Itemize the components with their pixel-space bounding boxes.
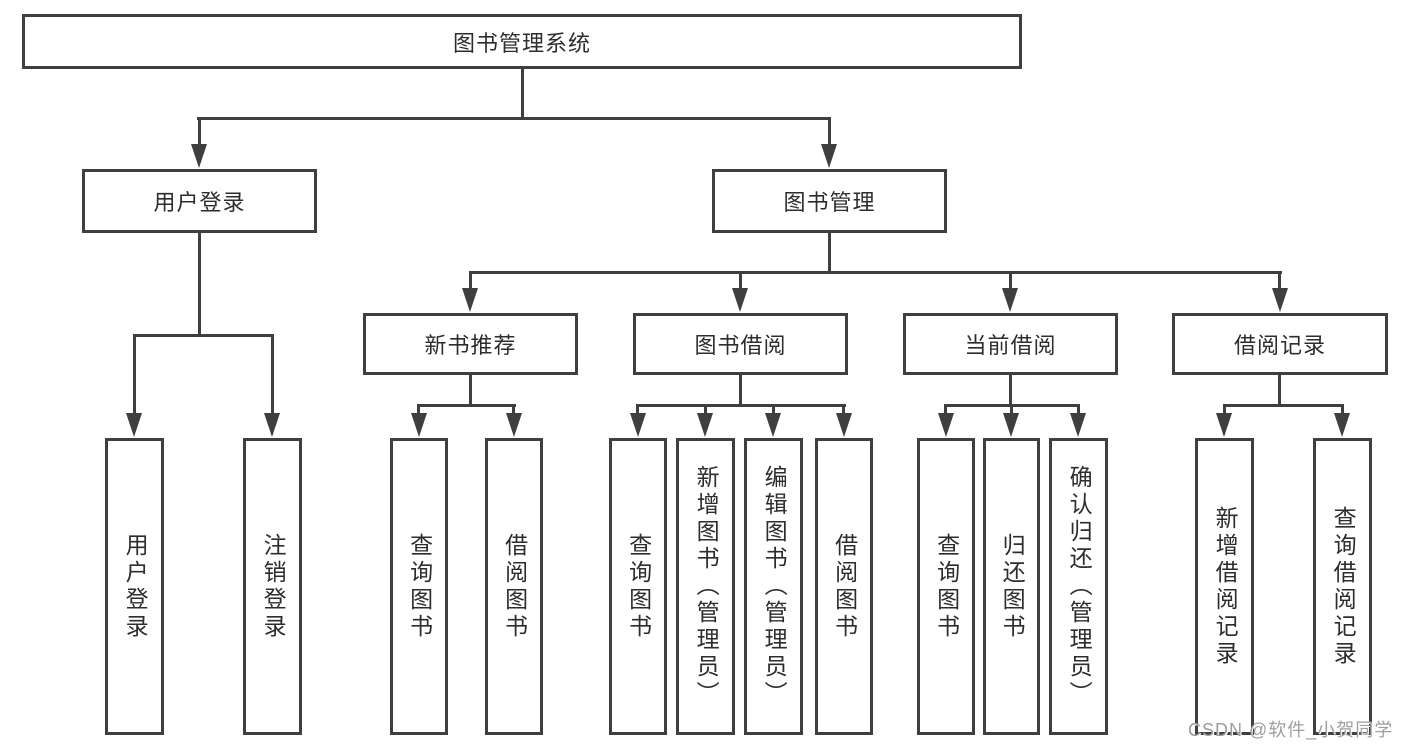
connector-book-mgmt-drop-1	[469, 272, 472, 295]
connector-book-mgmt-drop-4	[1278, 272, 1281, 295]
leaf-return-book: 归还图书	[983, 438, 1040, 735]
node-book-borrow: 图书借阅	[633, 313, 848, 375]
arrowhead	[1002, 288, 1018, 312]
arrowhead	[1003, 413, 1019, 437]
node-current-borrow-label: 当前借阅	[964, 333, 1057, 358]
leaf-query-borrow-record-label: 查询借阅记录	[1330, 505, 1357, 668]
leaf-query-borrow-record: 查询借阅记录	[1313, 438, 1372, 735]
leaf-confirm-return-admin-label: 确认归还（管理员）	[1066, 465, 1093, 708]
arrowhead	[1070, 413, 1086, 437]
leaf-query-book-current-label: 查询图书	[933, 532, 960, 641]
connector-root-stem	[521, 69, 524, 120]
arrowhead	[506, 413, 522, 437]
connector-book-mgmt-drop-3	[1009, 272, 1012, 295]
leaf-borrow-book-recommend-label: 借阅图书	[501, 532, 528, 641]
leaf-add-book-admin: 新增图书（管理员）	[676, 438, 735, 735]
leaf-borrow-book: 借阅图书	[815, 438, 873, 735]
arrowhead	[1216, 413, 1232, 437]
node-root-label: 图书管理系统	[452, 30, 591, 56]
connector-borrow-record-stem	[1278, 375, 1281, 407]
connector-new-book-bar	[417, 404, 516, 407]
arrowhead	[264, 413, 280, 437]
node-borrow-record-label: 借阅记录	[1233, 333, 1326, 358]
node-current-borrow: 当前借阅	[903, 313, 1118, 375]
connector-root-drop-left	[198, 118, 201, 150]
node-book-borrow-label: 图书借阅	[694, 333, 787, 358]
leaf-add-borrow-record-label: 新增借阅记录	[1212, 505, 1239, 668]
node-user-login: 用户登录	[82, 169, 317, 233]
leaf-add-book-admin-label: 新增图书（管理员）	[693, 465, 720, 708]
leaf-user-login: 用户登录	[105, 438, 164, 735]
connector-book-borrow-drop-3	[772, 405, 775, 418]
connector-book-mgmt-stem	[828, 233, 831, 274]
node-root: 图书管理系统	[22, 14, 1022, 69]
arrowhead	[697, 413, 713, 437]
node-book-management-label: 图书管理	[783, 190, 876, 215]
node-new-book-recommend: 新书推荐	[363, 313, 578, 375]
leaf-borrow-book-recommend: 借阅图书	[485, 438, 543, 735]
connector-book-borrow-drop-4	[842, 405, 845, 418]
node-user-login-label: 用户登录	[153, 190, 246, 215]
arrowhead	[191, 144, 207, 168]
connector-user-login-stem	[198, 233, 201, 337]
leaf-logout-label: 注销登录	[260, 532, 287, 641]
connector-root-drop-right	[828, 118, 831, 150]
leaf-query-book-recommend-label: 查询图书	[406, 532, 433, 641]
leaf-return-book-label: 归还图书	[999, 532, 1026, 641]
connector-user-login-drop-2	[271, 335, 274, 420]
connector-book-borrow-drop-1	[636, 405, 639, 418]
arrowhead	[411, 413, 427, 437]
leaf-confirm-return-admin: 确认归还（管理员）	[1049, 438, 1108, 735]
leaf-edit-book-admin: 编辑图书（管理员）	[744, 438, 803, 735]
arrowhead	[765, 413, 781, 437]
leaf-borrow-book-label: 借阅图书	[831, 532, 858, 641]
node-new-book-recommend-label: 新书推荐	[424, 333, 517, 358]
leaf-logout: 注销登录	[243, 438, 302, 735]
leaf-edit-book-admin-label: 编辑图书（管理员）	[761, 465, 788, 708]
connector-user-login-bar	[133, 334, 274, 337]
node-book-management: 图书管理	[712, 169, 947, 233]
arrowhead	[1272, 288, 1288, 312]
leaf-query-book-current: 查询图书	[917, 438, 975, 735]
connector-book-borrow-stem	[739, 375, 742, 407]
leaf-user-login-label: 用户登录	[122, 532, 149, 641]
watermark: CSDN @软件_小贺同学	[1188, 720, 1394, 740]
arrowhead	[126, 413, 142, 437]
arrowhead	[938, 413, 954, 437]
arrowhead	[1334, 413, 1350, 437]
connector-borrow-record-drop-1	[1223, 405, 1226, 418]
connector-book-mgmt-bar	[469, 271, 1282, 274]
connector-user-login-drop-1	[133, 335, 136, 420]
connector-current-borrow-drop-3	[1077, 405, 1080, 418]
arrowhead	[732, 288, 748, 312]
leaf-add-borrow-record: 新增借阅记录	[1195, 438, 1254, 735]
connector-book-mgmt-drop-2	[739, 272, 742, 295]
connector-current-borrow-drop-1	[944, 405, 947, 418]
connector-root-bar	[197, 117, 831, 120]
leaf-query-book-borrow-label: 查询图书	[625, 532, 652, 641]
connector-new-book-drop-1	[417, 405, 420, 418]
connector-book-borrow-drop-2	[704, 405, 707, 418]
arrowhead	[462, 288, 478, 312]
connector-borrow-record-drop-2	[1341, 405, 1344, 418]
arrowhead	[630, 413, 646, 437]
arrowhead	[821, 144, 837, 168]
leaf-query-book-recommend: 查询图书	[390, 438, 448, 735]
node-borrow-record: 借阅记录	[1172, 313, 1388, 375]
connector-borrow-record-bar	[1223, 404, 1344, 407]
arrowhead	[836, 413, 852, 437]
connector-current-borrow-stem	[1009, 375, 1012, 407]
leaf-query-book-borrow: 查询图书	[609, 438, 667, 735]
connector-book-borrow-bar	[636, 404, 846, 407]
connector-current-borrow-drop-2	[1010, 405, 1013, 418]
connector-new-book-stem	[469, 375, 472, 407]
connector-new-book-drop-2	[512, 405, 515, 418]
